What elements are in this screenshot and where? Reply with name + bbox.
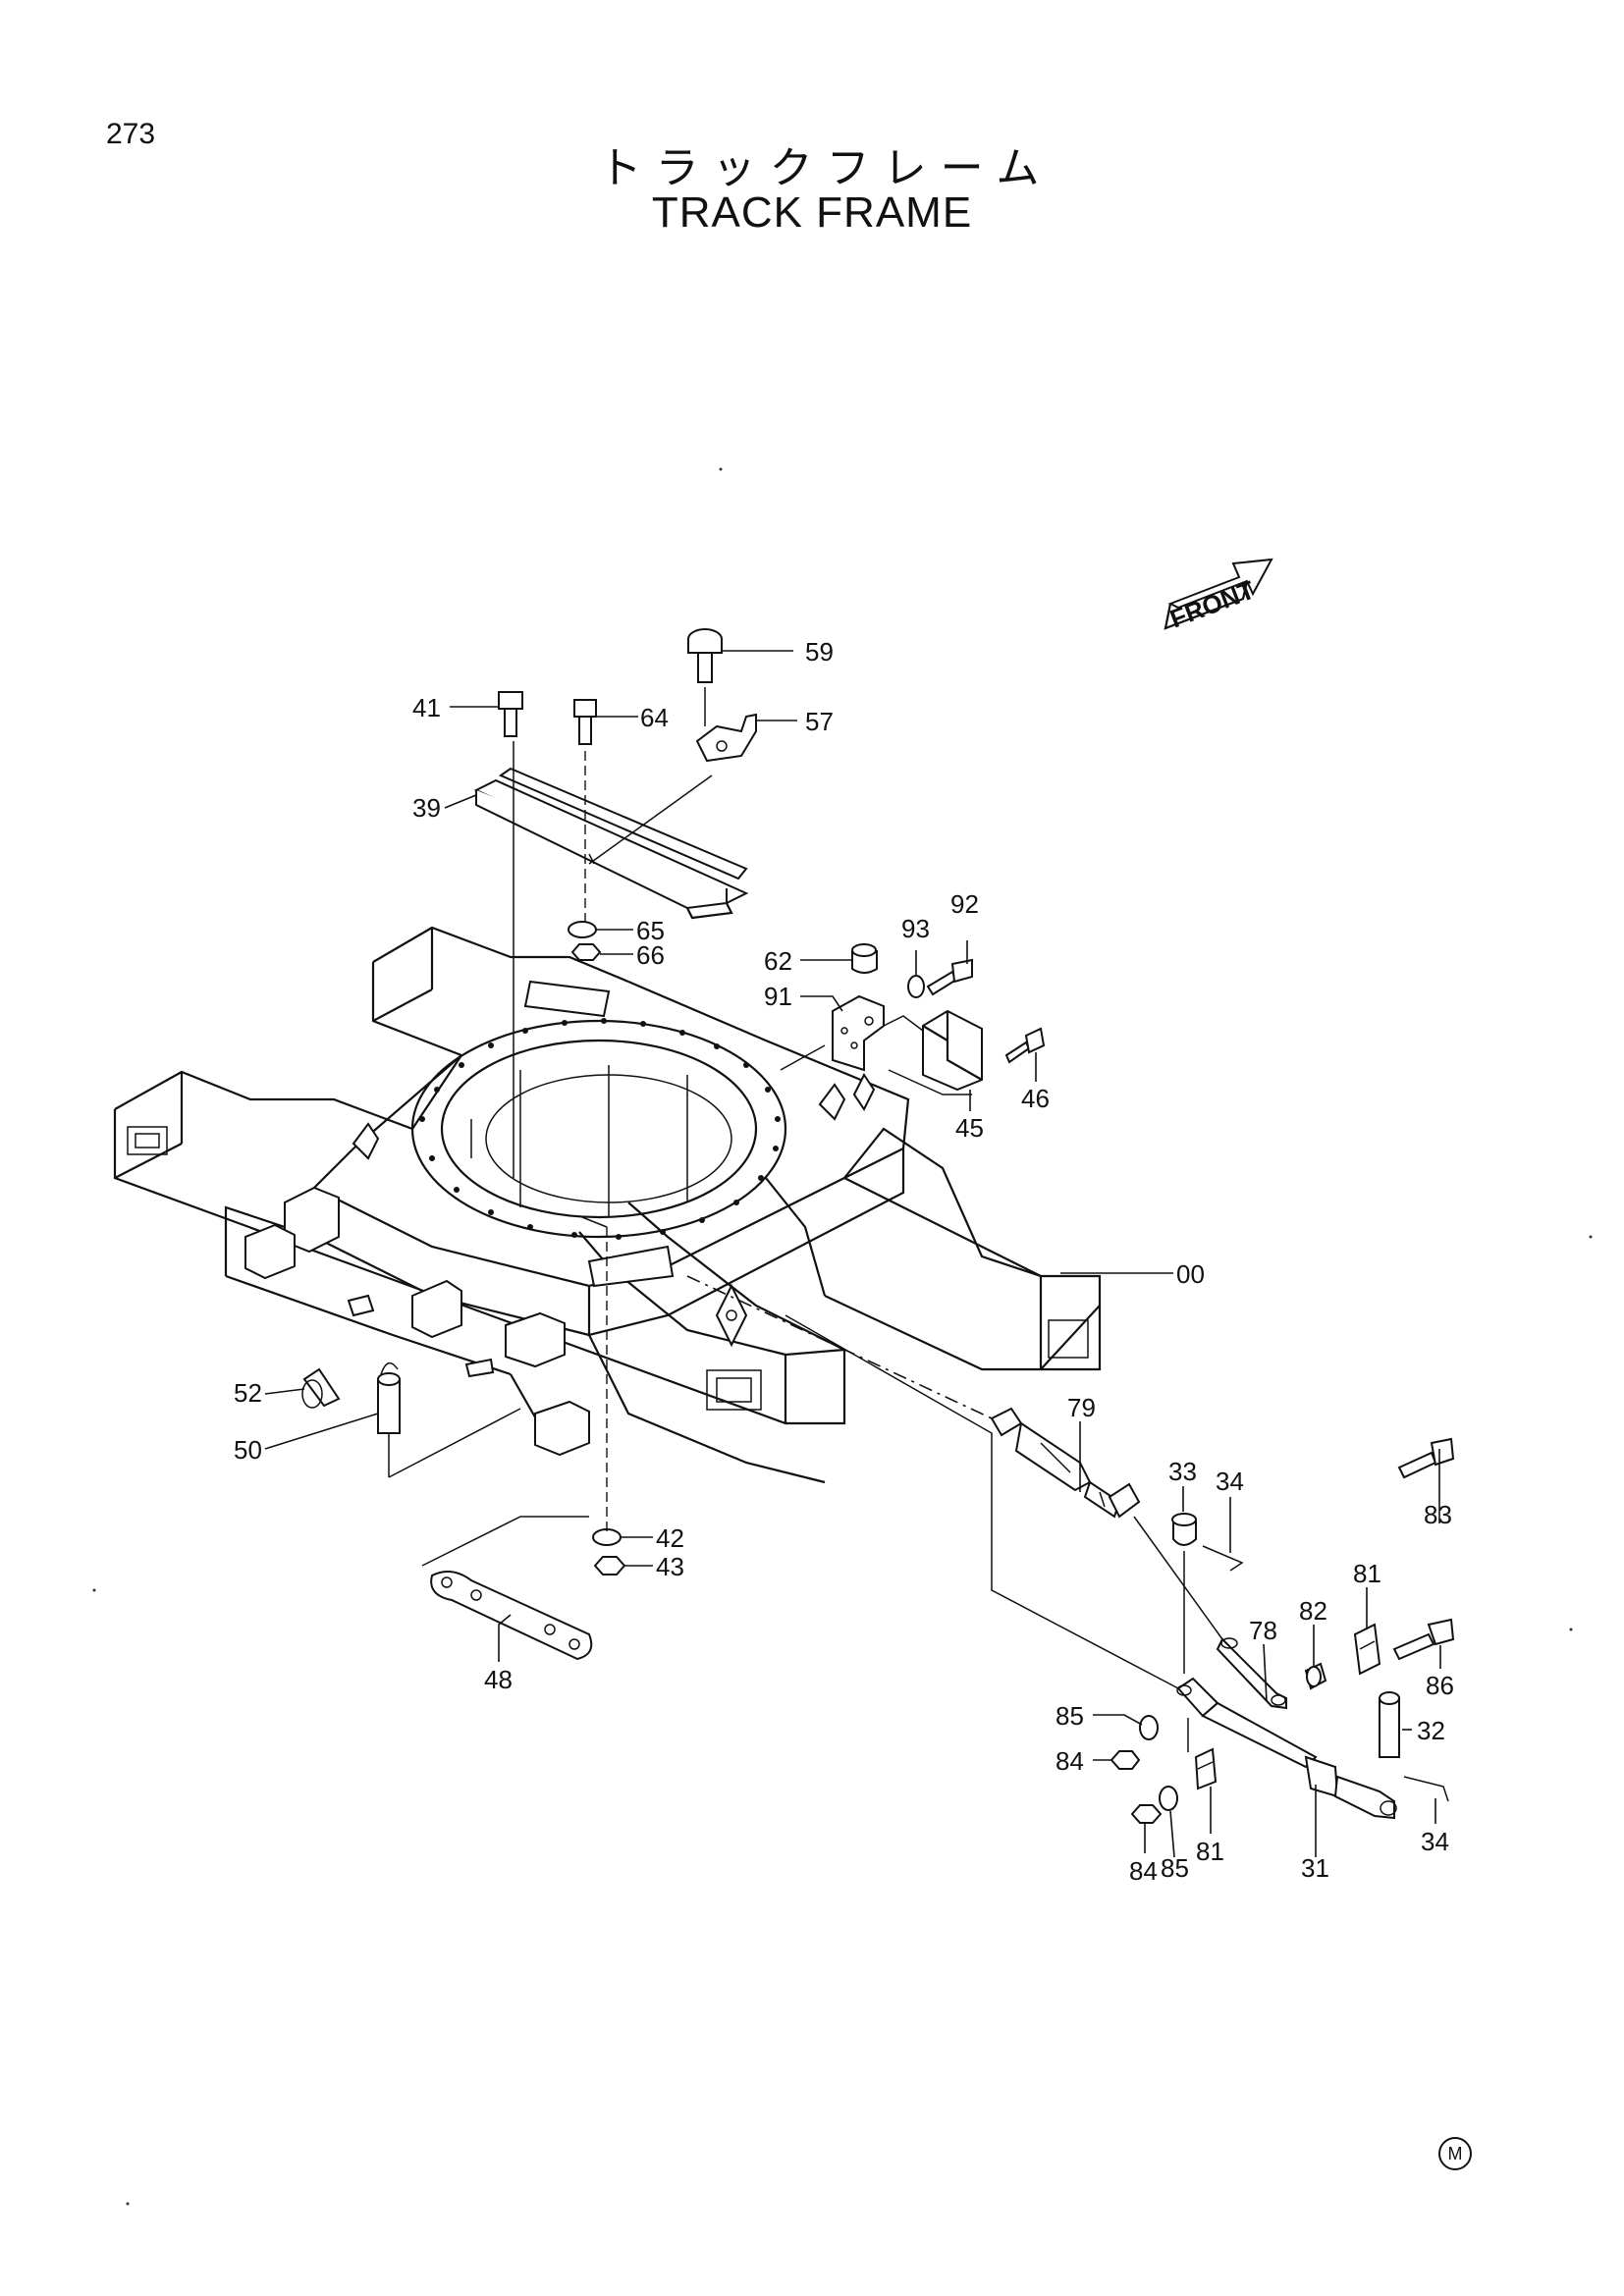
assembly-lines	[388, 687, 1223, 1752]
pin-34-upper	[1202, 1545, 1244, 1572]
washer-85-upper	[1139, 1715, 1159, 1740]
callout-39: 39	[412, 793, 441, 823]
washer-93	[907, 975, 925, 998]
callout-45: 45	[955, 1113, 984, 1143]
front-arrow-icon: FRONT	[1164, 558, 1273, 634]
callout-31: 31	[1301, 1853, 1329, 1883]
callout-41: 41	[412, 693, 441, 722]
callout-labels: 59 41 64 57 39 65 66 92 93 62 91 46 45 0…	[234, 637, 1454, 1886]
callout-48: 48	[484, 1665, 513, 1694]
callout-57: 57	[805, 707, 834, 736]
callout-85-lower: 85	[1161, 1853, 1189, 1883]
cap-33	[1171, 1513, 1197, 1546]
callout-34-upper: 34	[1216, 1467, 1244, 1496]
title-english: TRACK FRAME	[651, 188, 973, 237]
front-label: FRONT	[1165, 574, 1258, 633]
nut-84-lower	[1130, 1804, 1163, 1824]
pin-50	[377, 1362, 401, 1434]
bolt-41	[498, 691, 523, 737]
bolt-64	[573, 699, 597, 745]
bracket-57	[695, 713, 757, 763]
washer-85-lower	[1159, 1786, 1178, 1811]
callout-82: 82	[1299, 1596, 1327, 1626]
callout-43: 43	[656, 1552, 684, 1581]
callout-81-lower: 81	[1196, 1837, 1224, 1866]
callout-52: 52	[234, 1378, 262, 1408]
bolt-86	[1392, 1618, 1455, 1661]
pin-34-lower	[1403, 1776, 1449, 1802]
callout-84-lower: 84	[1129, 1856, 1158, 1886]
nut-66	[570, 943, 602, 961]
washer-65	[568, 921, 597, 938]
callout-93: 93	[901, 914, 930, 943]
callout-83: 83	[1424, 1500, 1452, 1529]
bolt-46	[1004, 1027, 1046, 1064]
bushing-82	[1304, 1662, 1327, 1690]
bolt-83	[1397, 1437, 1455, 1479]
callout-46: 46	[1021, 1084, 1050, 1113]
nut-84-upper	[1110, 1750, 1141, 1770]
title-japanese: トラックフレーム	[598, 144, 1054, 192]
pin-52	[301, 1367, 341, 1409]
callout-86: 86	[1426, 1671, 1454, 1700]
callout-59: 59	[805, 637, 834, 667]
callout-32: 32	[1417, 1716, 1445, 1745]
callout-79: 79	[1067, 1393, 1096, 1422]
callout-50: 50	[234, 1435, 262, 1465]
turnbuckle-79	[990, 1407, 1141, 1519]
clamp-81-upper	[1353, 1623, 1381, 1676]
callout-00: 00	[1176, 1259, 1205, 1289]
upper-cover-39	[473, 767, 749, 920]
scan-specks	[92, 467, 1593, 2206]
washer-42	[592, 1528, 622, 1546]
track-frame-body	[113, 926, 1102, 1484]
callout-64: 64	[640, 703, 669, 732]
callout-81-upper: 81	[1353, 1559, 1381, 1588]
callout-65: 65	[636, 916, 665, 945]
callout-33: 33	[1168, 1457, 1197, 1486]
page-number: 273	[106, 118, 156, 150]
callout-85-upper: 85	[1056, 1701, 1084, 1731]
nut-43	[593, 1556, 626, 1575]
plate-45	[922, 1009, 983, 1092]
callout-66: 66	[636, 940, 665, 970]
pin-32	[1379, 1691, 1400, 1758]
rod-78	[1216, 1637, 1287, 1710]
callout-92: 92	[950, 889, 979, 919]
bolt-59	[687, 628, 723, 683]
callout-78: 78	[1249, 1616, 1277, 1645]
clamp-81-lower	[1194, 1747, 1218, 1790]
bolt-92	[926, 958, 973, 996]
cylinder-31	[1176, 1677, 1397, 1820]
m-symbol-icon: M	[1438, 2137, 1472, 2170]
leader-lines	[264, 650, 1441, 1858]
cap-62	[851, 943, 878, 974]
callout-84-upper: 84	[1056, 1746, 1084, 1776]
callout-42: 42	[656, 1523, 684, 1553]
callout-62: 62	[764, 946, 792, 976]
callout-34-lower: 34	[1421, 1827, 1449, 1856]
callout-91: 91	[764, 982, 792, 1011]
bracket-91	[832, 994, 885, 1072]
bearing-bolt-holes	[419, 1018, 781, 1240]
link-plate-48	[430, 1571, 593, 1661]
